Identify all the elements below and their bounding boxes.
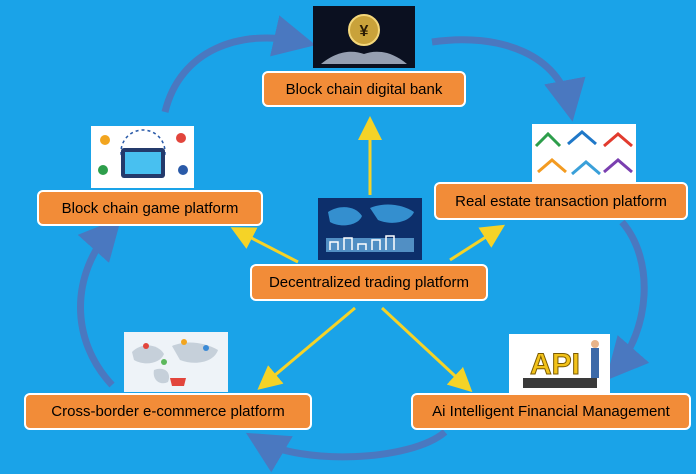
house-logos-photo <box>532 124 636 182</box>
node-real-estate-transaction-platform: Real estate transaction platform <box>434 182 688 220</box>
cycle-arrow-realestate-to-ai <box>605 219 650 381</box>
node-label: Real estate transaction platform <box>455 192 667 210</box>
node-block-chain-game-platform: Block chain game platform <box>37 190 263 226</box>
yen-coin-hands-photo: ¥ <box>313 6 415 68</box>
node-label: Cross-border e-commerce platform <box>51 403 285 420</box>
game-tablet-illustration <box>91 126 194 188</box>
arrow-center-to-ecommerce <box>257 306 356 390</box>
node-label: Ai Intelligent Financial Management <box>432 403 670 420</box>
svg-text:API: API <box>530 348 580 381</box>
node-cross-border-e-commerce-platform: Cross-border e-commerce platform <box>24 393 312 430</box>
cycle-arrow-ecommerce-to-game <box>77 217 122 388</box>
arrow-center-to-game <box>230 227 299 264</box>
world-map-cart-photo <box>124 332 228 392</box>
node-label: Block chain digital bank <box>285 80 443 98</box>
cycle-arrow-ai-to-ecommerce <box>245 429 448 473</box>
svg-text:¥: ¥ <box>360 23 369 40</box>
cycle-arrow-game-to-bank <box>161 15 316 113</box>
arrow-center-to-ai <box>380 306 473 393</box>
node-block-chain-digital-bank: Block chain digital bank <box>262 71 466 107</box>
api-letters-photo: API <box>509 334 610 394</box>
arrow-center-to-realestate <box>449 224 506 262</box>
center-label: Decentralized trading platform <box>268 274 470 291</box>
cycle-arrow-bank-to-realestate <box>431 36 586 122</box>
node-decentralized-trading-platform: Decentralized trading platform <box>250 264 488 301</box>
node-label: Block chain game platform <box>61 199 239 217</box>
trading-map-tablet-photo <box>318 198 422 260</box>
node-ai-intelligent-financial-management: Ai Intelligent Financial Management <box>411 393 691 430</box>
